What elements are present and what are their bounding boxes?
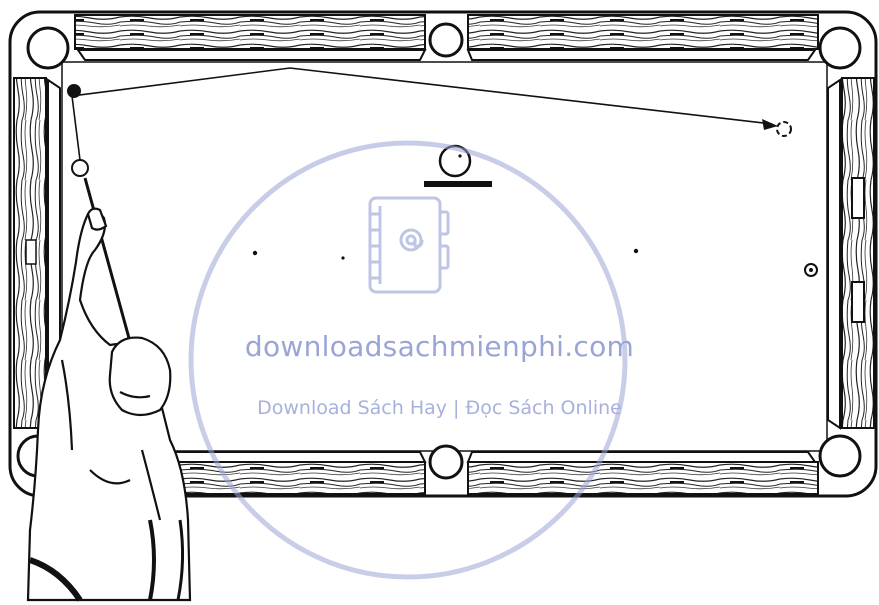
watermark-tagline-text: Download Sách Hay | Đọc Sách Online bbox=[0, 397, 879, 419]
spot-center bbox=[341, 256, 344, 259]
right-rail bbox=[842, 78, 874, 428]
spot-left bbox=[253, 251, 257, 255]
pocket-top-middle bbox=[430, 24, 462, 56]
watermark-site-text: downloadsachmienphi.com bbox=[0, 330, 879, 363]
top-rail-right bbox=[468, 15, 818, 49]
pocket-bottom-middle bbox=[430, 446, 462, 478]
top-rail-left bbox=[75, 15, 425, 49]
object-ball-black bbox=[67, 84, 81, 98]
pocket-top-right bbox=[820, 28, 860, 68]
cue-ball bbox=[72, 160, 88, 176]
playing-surface bbox=[62, 62, 827, 451]
pocket-bottom-right bbox=[820, 436, 860, 476]
reference-ball-base bbox=[424, 181, 492, 187]
bottom-rail-left bbox=[160, 462, 425, 494]
bottom-rail-right bbox=[468, 462, 818, 494]
spot-right bbox=[634, 249, 638, 253]
pocket-top-left bbox=[28, 28, 68, 68]
